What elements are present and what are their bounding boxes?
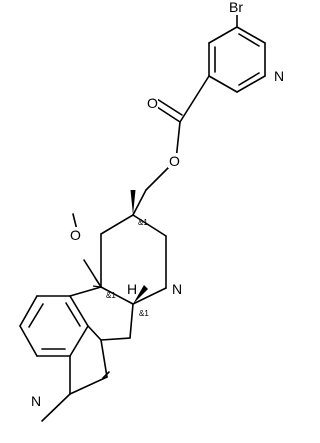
stereo-bonds [92, 190, 148, 304]
ester-group [132, 75, 210, 216]
atom-h-ring: H [127, 281, 137, 297]
molecule-structure: Br N O O O N H N &1 &1 &1 [19, 0, 285, 422]
bromopyridine-ring [208, 11, 266, 93]
atom-n-pyridine: N [274, 68, 284, 84]
atom-o-ester: O [169, 153, 180, 169]
atom-o-methoxy: O [70, 227, 81, 243]
piperidine-ring [100, 214, 167, 305]
atom-labels: Br N O O O N H N [31, 0, 284, 409]
atom-n-indole: N [31, 393, 41, 409]
atom-n-amine: N [172, 281, 182, 297]
atom-label-masks [29, 0, 285, 409]
ergoline-core [19, 286, 134, 422]
stereo-label-c5: &1 [139, 309, 149, 318]
atom-br: Br [229, 0, 243, 15]
stereo-label-c8: &1 [138, 218, 148, 227]
methoxy-group [72, 213, 102, 288]
stereo-labels: &1 &1 &1 [106, 218, 149, 318]
stereo-label-c10: &1 [106, 291, 116, 300]
atom-o-carbonyl: O [147, 95, 158, 111]
